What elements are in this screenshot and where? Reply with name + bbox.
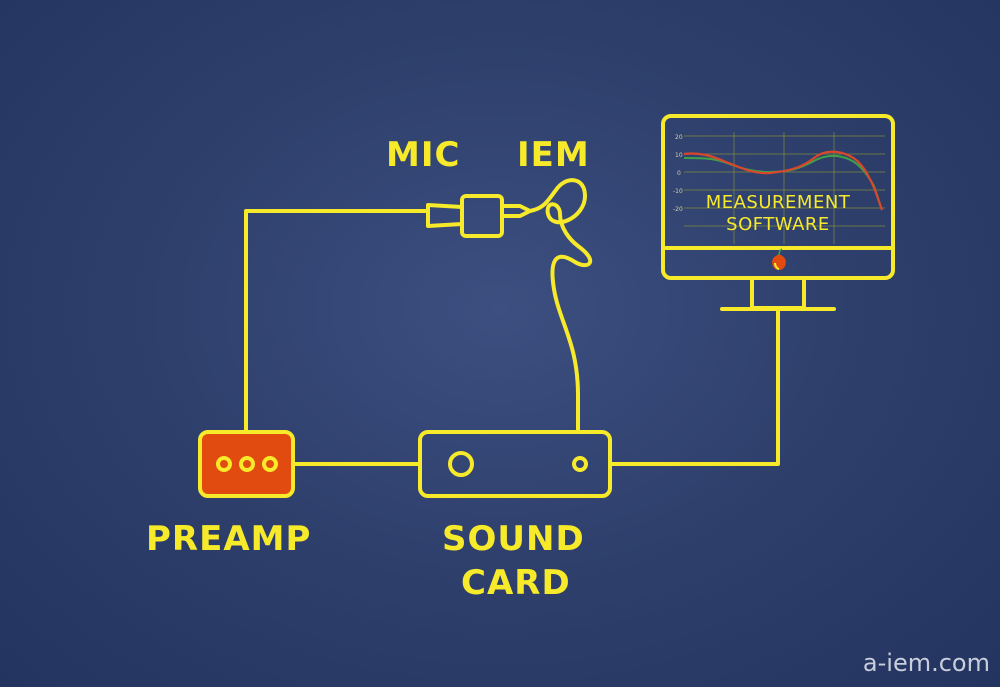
- axis-tick: 0: [677, 170, 681, 177]
- axis-tick: -10: [673, 188, 683, 195]
- pear-logo-icon: [772, 248, 786, 270]
- monitor-neck: [750, 276, 806, 310]
- sound-card-body: [418, 430, 612, 498]
- software-label: MEASUREMENT SOFTWARE: [678, 192, 878, 236]
- axis-tick: 20: [675, 134, 683, 141]
- preamp-label: PREAMP: [146, 519, 312, 559]
- coupler: [460, 194, 504, 238]
- iem-cable: [528, 178, 593, 434]
- sound-card-big-jack: [448, 451, 474, 477]
- preamp-knob-2: [239, 456, 255, 472]
- axis-tick: 10: [675, 152, 683, 159]
- soundcard-monitor-cable: [608, 308, 780, 466]
- preamp-device: [198, 430, 295, 498]
- iem-nozzle: [500, 204, 532, 218]
- software-label-line2: SOFTWARE: [726, 214, 830, 235]
- preamp-body: [198, 430, 295, 498]
- frequency-curve-red: [683, 150, 884, 211]
- sound-card-label-line1: SOUND: [442, 519, 585, 559]
- sound-card-device: [418, 430, 612, 498]
- mic-label: MIC: [386, 135, 461, 175]
- screen-graph: 20 10 0 -10 -20: [673, 132, 885, 244]
- mic-capsule: [426, 203, 464, 228]
- iem-label: IEM: [517, 135, 590, 175]
- watermark: a-iem.com: [862, 649, 990, 677]
- mic-assembly: [426, 194, 532, 238]
- software-label-line1: MEASUREMENT: [705, 192, 851, 213]
- preamp-knob-3: [262, 456, 278, 472]
- monitor: 20 10 0 -10 -20: [661, 114, 895, 311]
- preamp-knob-1: [216, 456, 232, 472]
- axis-tick: -20: [673, 206, 683, 213]
- sound-card-small-jack: [572, 456, 588, 472]
- sound-card-label-line2: CARD: [461, 563, 571, 603]
- preamp-mic-cable: [244, 209, 430, 434]
